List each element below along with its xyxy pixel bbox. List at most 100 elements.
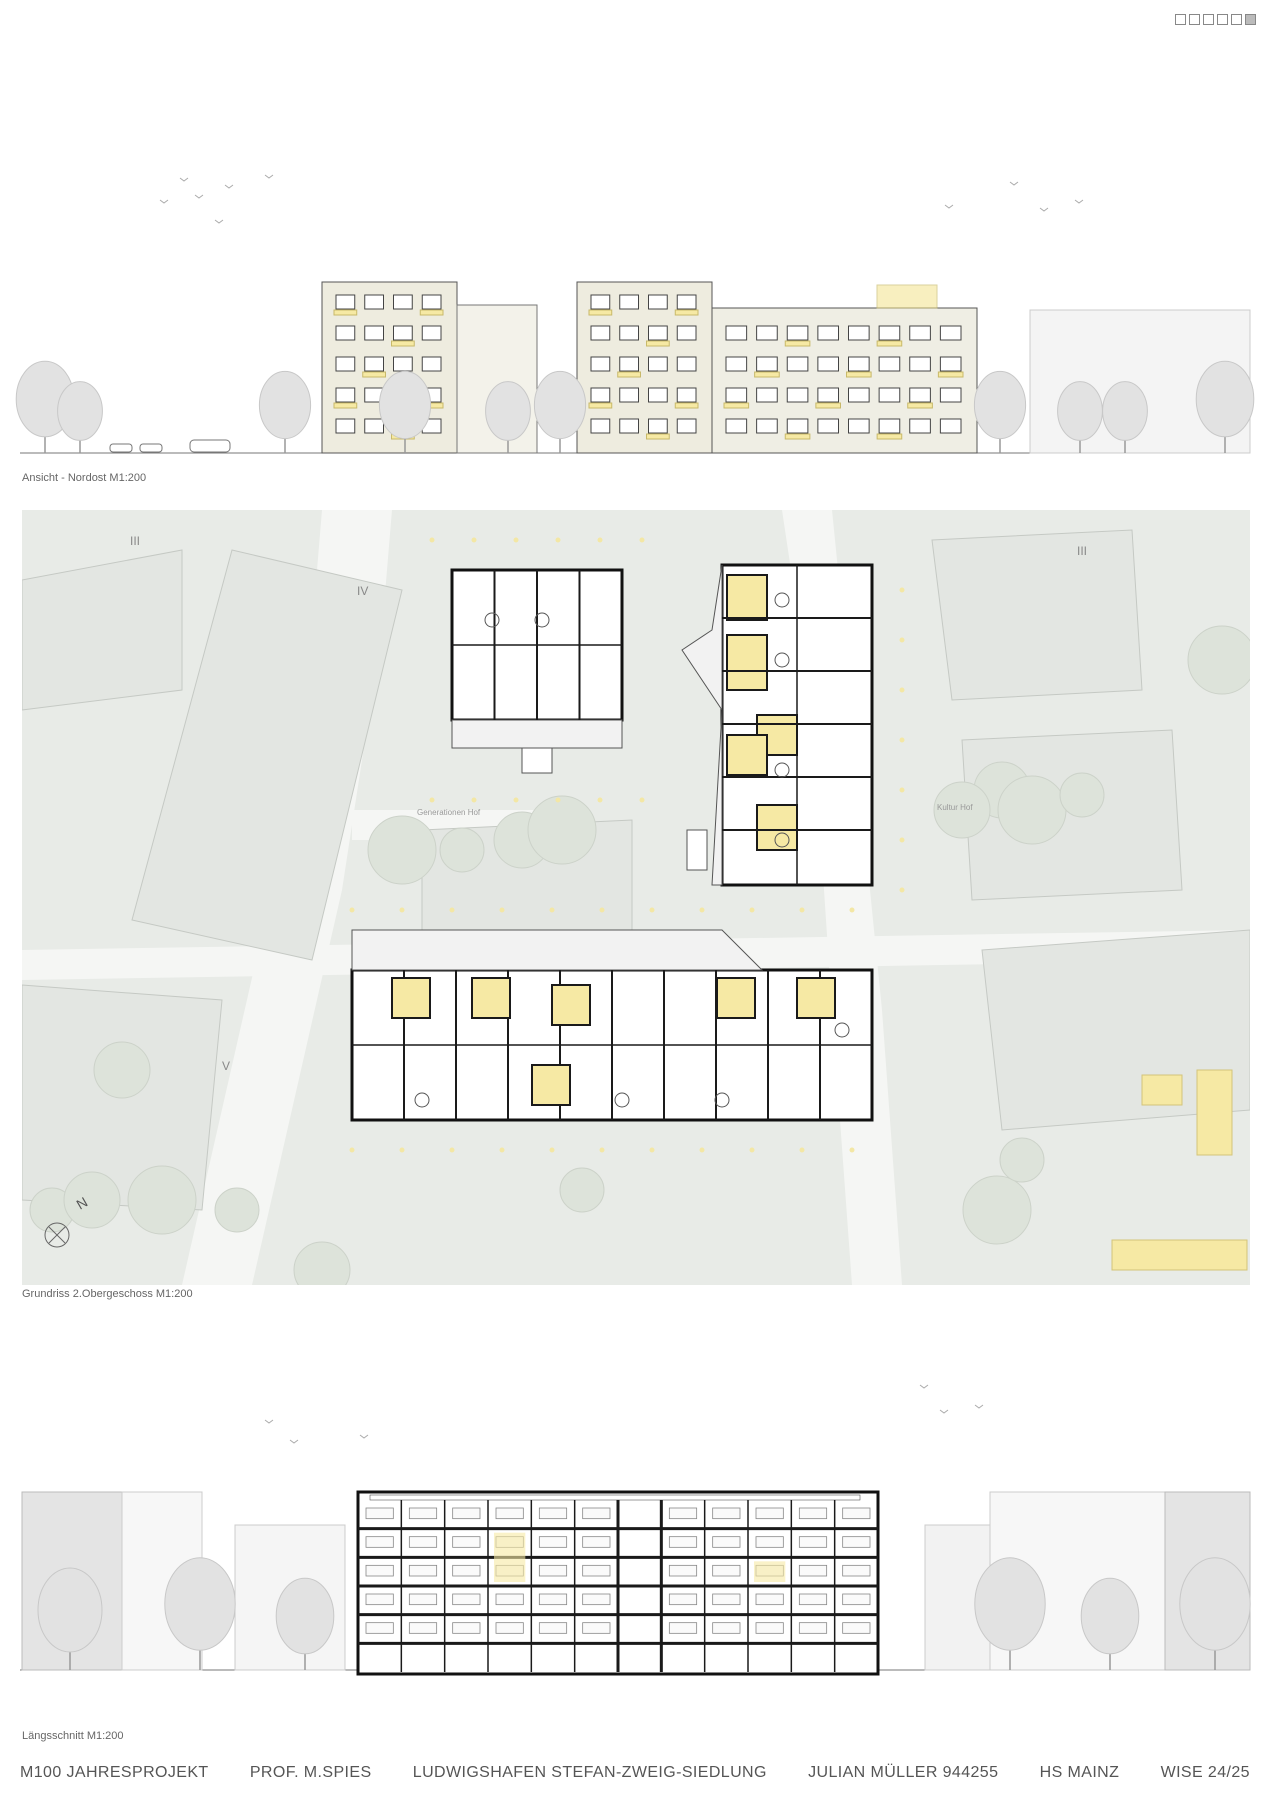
lamp-icon: [899, 687, 905, 693]
window: [365, 1507, 394, 1520]
page-indicator[interactable]: [1245, 14, 1256, 25]
highlighted-room: [531, 1064, 571, 1106]
lamp-icon: [549, 1147, 555, 1153]
birds-icon: [264, 1384, 984, 1444]
balcony: [937, 371, 964, 378]
page-indicator[interactable]: [1189, 14, 1200, 25]
balcony: [333, 309, 358, 316]
highlighted-room: [391, 977, 431, 1019]
window: [755, 1536, 784, 1548]
window: [725, 356, 748, 372]
footer-school: HS MAINZ: [1039, 1764, 1120, 1781]
window: [676, 418, 697, 434]
window: [798, 1564, 828, 1577]
window: [335, 418, 356, 434]
window: [393, 294, 413, 310]
tree-icon: [962, 1175, 1032, 1245]
tree-icon: [973, 370, 1027, 440]
balcony: [617, 371, 641, 378]
car-icon: [109, 439, 231, 453]
window: [582, 1536, 611, 1548]
window: [798, 1622, 828, 1634]
window: [755, 1622, 784, 1634]
tree-icon: [533, 370, 587, 440]
page-indicator[interactable]: [1203, 14, 1214, 25]
tree-icon: [214, 1187, 260, 1233]
window: [668, 1593, 698, 1606]
window: [676, 387, 697, 403]
tree-icon: [1179, 1557, 1251, 1651]
tree-icon: [439, 827, 485, 873]
tree-icon: [997, 775, 1067, 845]
balcony: [362, 371, 386, 378]
window: [786, 356, 809, 372]
window: [364, 325, 384, 341]
window: [421, 325, 442, 341]
lamp-icon: [599, 907, 605, 913]
window: [878, 418, 901, 434]
window: [842, 1507, 871, 1520]
roman-label: III: [1077, 544, 1087, 558]
table-icon: [714, 1092, 730, 1108]
lamp-icon: [449, 907, 455, 913]
lamp-icon: [599, 1147, 605, 1153]
window: [712, 1507, 741, 1520]
window: [786, 387, 809, 403]
window: [842, 1593, 871, 1606]
balcony: [333, 402, 358, 409]
window: [364, 294, 384, 310]
window: [712, 1536, 741, 1548]
lamp-icon: [639, 537, 645, 543]
table-icon: [774, 652, 790, 668]
window: [939, 325, 962, 341]
tree-icon: [527, 795, 597, 865]
lamp-icon: [699, 1147, 705, 1153]
lamp-icon: [849, 1147, 855, 1153]
balcony: [419, 309, 444, 316]
window: [582, 1564, 611, 1577]
page-indicator[interactable]: [1175, 14, 1186, 25]
window: [798, 1593, 828, 1606]
window: [408, 1564, 438, 1577]
window: [786, 325, 809, 341]
window: [939, 356, 962, 372]
lamp-icon: [899, 837, 905, 843]
lamp-icon: [513, 797, 519, 803]
section-drawing: [20, 1384, 1251, 1676]
window: [590, 356, 611, 372]
window: [676, 356, 697, 372]
window: [939, 387, 962, 403]
table-icon: [774, 832, 790, 848]
window: [408, 1536, 438, 1548]
window: [335, 356, 356, 372]
balcony: [876, 433, 903, 440]
window: [668, 1564, 698, 1577]
birds-icon: [159, 174, 1084, 224]
highlighted-room: [754, 1561, 786, 1582]
window: [619, 387, 639, 403]
footer-project: M100 JAHRESPROJEKT: [20, 1764, 209, 1781]
footer-professor: PROF. M.SPIES: [249, 1764, 372, 1781]
window: [756, 325, 778, 341]
balcony: [646, 433, 670, 440]
balcony: [588, 402, 613, 409]
tree-icon: [258, 370, 312, 440]
tree-icon: [999, 1137, 1045, 1183]
page-indicator[interactable]: [1217, 14, 1228, 25]
plan-caption: Grundriss 2.Obergeschoss M1:200: [22, 1288, 193, 1300]
window: [365, 1622, 394, 1634]
window: [725, 418, 748, 434]
tree-icon: [367, 815, 437, 885]
page-indicator[interactable]: [1231, 14, 1242, 25]
table-icon: [534, 612, 550, 628]
tree-icon: [57, 381, 103, 441]
window: [676, 294, 697, 310]
window: [364, 356, 384, 372]
title-block: M100 JAHRESPROJEKT PROF. M.SPIES LUDWIGS…: [20, 1764, 1250, 1782]
window: [755, 1507, 784, 1520]
lamp-icon: [899, 637, 905, 643]
window: [909, 325, 931, 341]
highlighted-room: [756, 804, 798, 851]
window: [842, 1564, 871, 1577]
window: [878, 356, 901, 372]
